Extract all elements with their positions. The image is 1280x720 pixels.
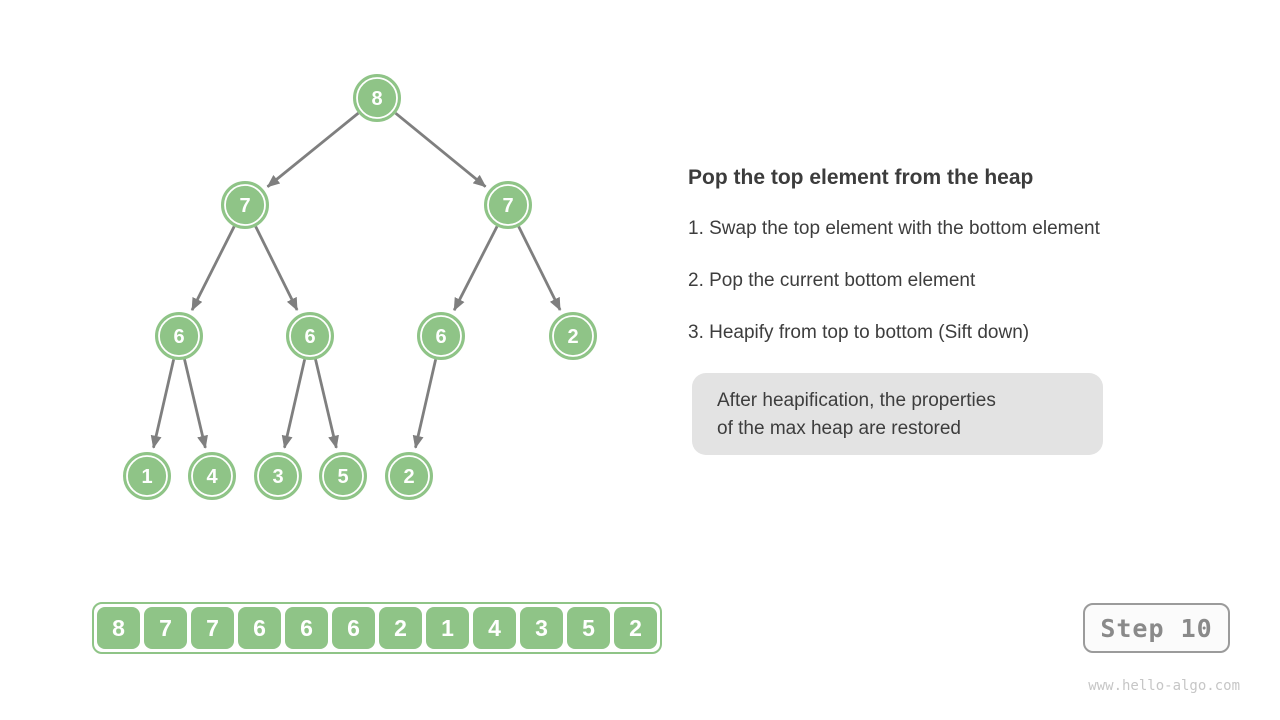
- array-cell: 3: [520, 607, 563, 649]
- tree-edge-arrow: [150, 359, 176, 449]
- tree-node-value: 4: [206, 466, 218, 488]
- tree-edge-arrow: [281, 359, 307, 449]
- tree-node: 3: [254, 452, 302, 500]
- array-cell: 2: [614, 607, 657, 649]
- tree-node-value: 8: [371, 88, 382, 110]
- tree-node-value: 7: [239, 195, 250, 217]
- array-cell: 5: [567, 607, 610, 649]
- instruction-step-1: 1. Swap the top element with the bottom …: [688, 218, 1100, 239]
- tree-node: 2: [549, 312, 597, 360]
- array-cell: 1: [426, 607, 469, 649]
- array-cell: 6: [285, 607, 328, 649]
- tree-node: 6: [286, 312, 334, 360]
- tree-edge-arrow: [183, 359, 208, 449]
- array-cell: 7: [144, 607, 187, 649]
- tree-edge-arrow: [517, 225, 562, 311]
- tree-edge-arrow: [452, 225, 499, 312]
- tree-node: 1: [123, 452, 171, 500]
- tree-edge-arrow: [254, 225, 299, 311]
- tree-node-value: 2: [403, 466, 414, 488]
- tree-node: 5: [319, 452, 367, 500]
- tree-edge-arrow: [394, 112, 487, 188]
- tree-node: 4: [188, 452, 236, 500]
- heap-tree: 8 7 7 6 6 6 2 1 4 3 5 2: [123, 74, 597, 500]
- array-cell: 6: [238, 607, 281, 649]
- tree-node-value: 6: [435, 326, 446, 348]
- tree-node: 8: [353, 74, 401, 122]
- array-cell: 7: [191, 607, 234, 649]
- tree-node-value: 6: [173, 326, 184, 348]
- tree-node-value: 6: [304, 326, 315, 348]
- tree-edge-arrow: [412, 359, 438, 449]
- tree-node-value: 1: [141, 466, 152, 488]
- tree-edge-arrow: [314, 359, 339, 449]
- watermark: www.hello-algo.com: [1088, 678, 1240, 694]
- tree-node: 7: [221, 181, 269, 229]
- tree-node-value: 3: [272, 466, 283, 488]
- tree-node-value: 7: [502, 195, 513, 217]
- tree-node: 6: [417, 312, 465, 360]
- tree-edge-arrow: [266, 112, 360, 188]
- array-cell: 2: [379, 607, 422, 649]
- array-cell: 6: [332, 607, 375, 649]
- array-cell: 8: [97, 607, 140, 649]
- note-box: After heapification, the properties of t…: [692, 373, 1103, 455]
- instruction-step-3: 3. Heapify from top to bottom (Sift down…: [688, 322, 1030, 343]
- tree-node: 2: [385, 452, 433, 500]
- tree-node: 6: [155, 312, 203, 360]
- tree-node: 7: [484, 181, 532, 229]
- array-cell: 4: [473, 607, 516, 649]
- panel-title: Pop the top element from the heap: [688, 166, 1034, 189]
- step-badge: Step 10: [1083, 603, 1230, 653]
- tree-node-value: 2: [567, 326, 578, 348]
- instruction-step-2: 2. Pop the current bottom element: [688, 270, 976, 291]
- tree-edge-arrow: [190, 225, 236, 311]
- tree-node-value: 5: [337, 466, 348, 488]
